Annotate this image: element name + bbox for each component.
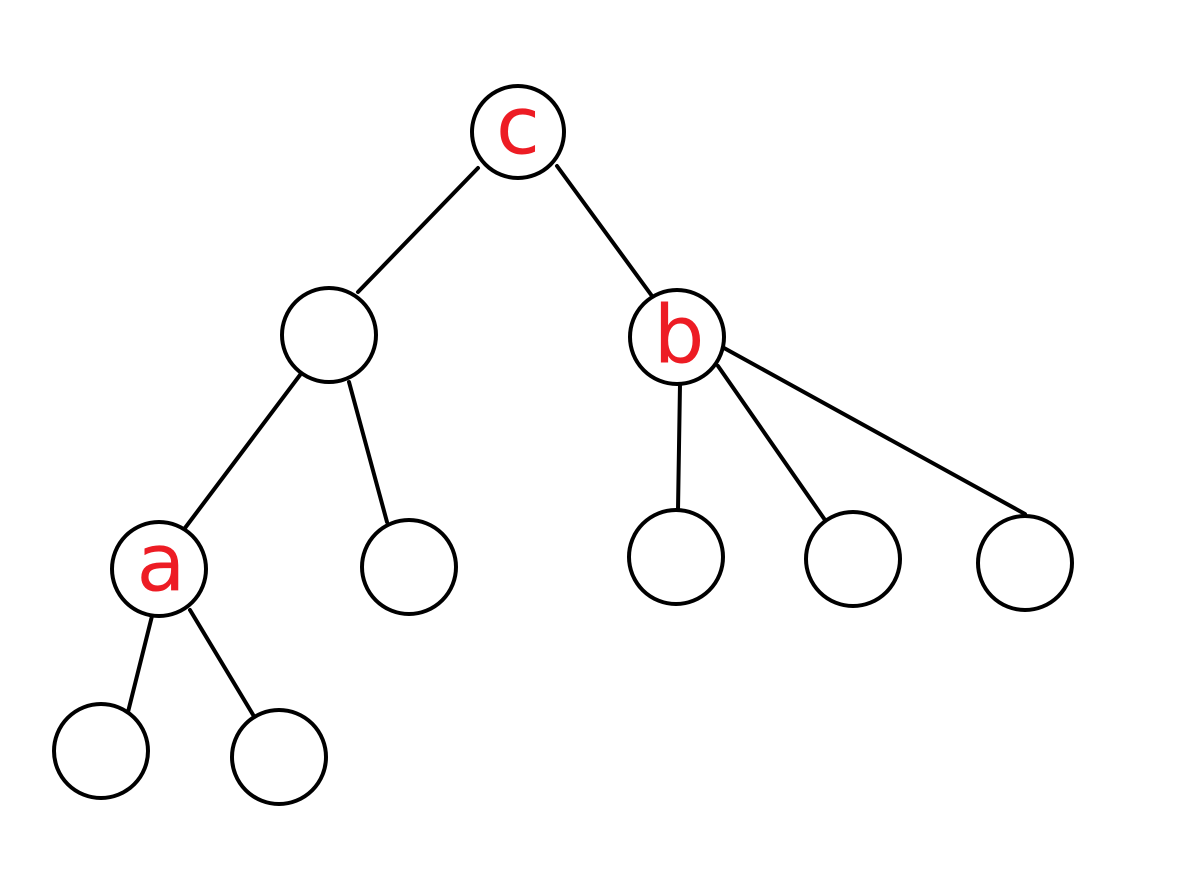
tree-edge (676, 382, 682, 512)
tree-nodes: c b a (52, 80, 1074, 806)
tree-edge (356, 166, 480, 294)
node-label: b (654, 289, 705, 382)
tree-node (627, 508, 725, 606)
tree-node (230, 708, 328, 806)
node-circle (627, 508, 725, 606)
tree-edge (183, 373, 302, 530)
tree-edge (347, 380, 389, 524)
node-circle (976, 514, 1074, 612)
node-label: c (496, 80, 540, 173)
tree-node (280, 286, 378, 384)
tree-edge (126, 614, 154, 714)
node-circle (52, 702, 150, 800)
tree-edge (188, 608, 257, 720)
node-circle (110, 520, 208, 618)
node-circle (230, 708, 328, 806)
tree-node (804, 510, 902, 608)
node-circle (470, 84, 566, 180)
tree-node (976, 514, 1074, 612)
tree-node-a: a (110, 517, 208, 618)
node-circle (804, 510, 902, 608)
tree-edges (126, 164, 1027, 720)
node-label: a (136, 517, 185, 610)
tree-edge (716, 364, 827, 522)
tree-node (52, 702, 150, 800)
node-circle (628, 288, 726, 386)
tree-node-b: b (628, 288, 726, 386)
tree-edge (555, 164, 654, 298)
node-circle (280, 286, 378, 384)
tree-edge (722, 346, 1027, 516)
tree-node (360, 518, 458, 616)
node-circle (360, 518, 458, 616)
tree-node-c: c (470, 80, 566, 180)
